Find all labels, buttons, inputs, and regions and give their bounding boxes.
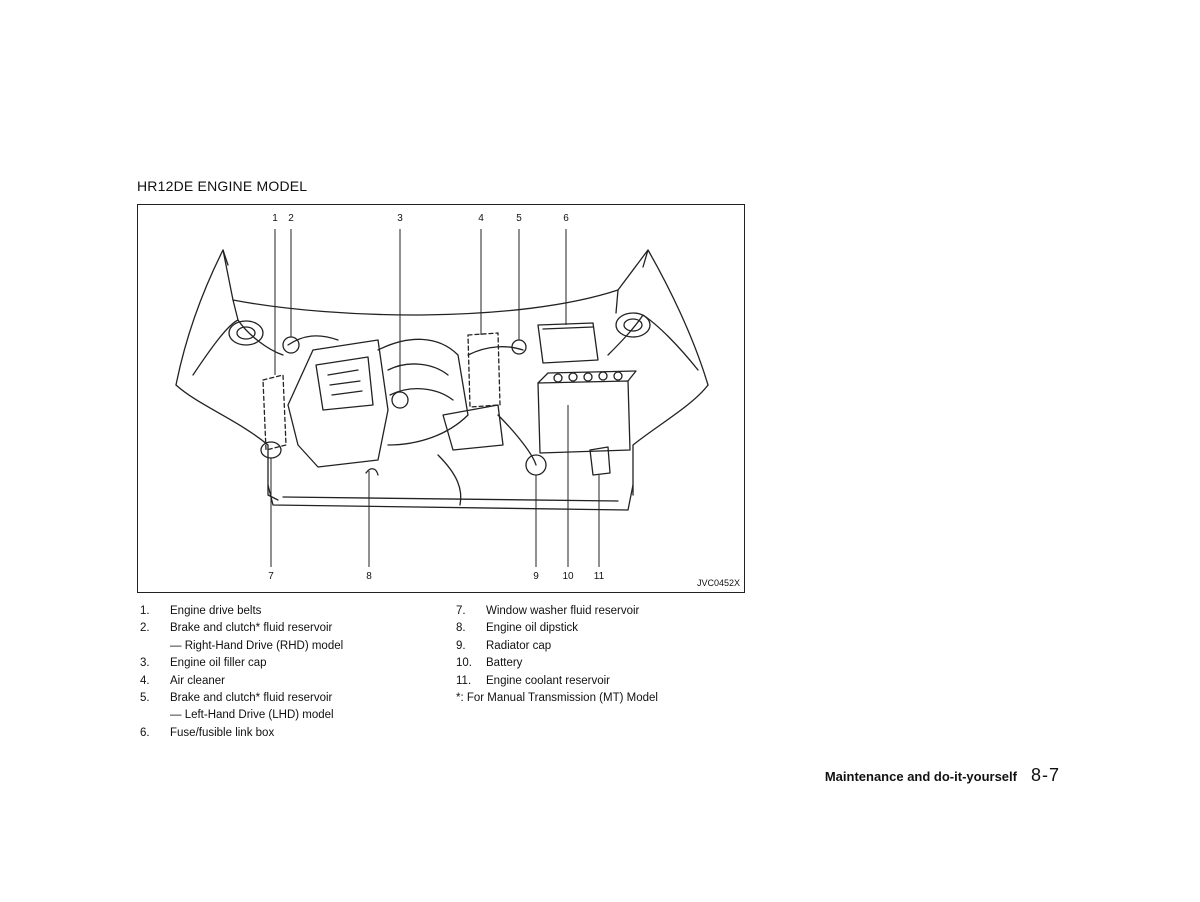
legend-text: Engine drive belts	[170, 605, 262, 617]
intake-manifold	[377, 338, 469, 446]
legend-text: Battery	[486, 657, 523, 670]
callout-7: 7	[268, 571, 274, 582]
callout-4: 4	[478, 213, 484, 224]
callout-11: 11	[593, 571, 605, 582]
footer-section-title: Maintenance and do-it-yourself	[824, 769, 1017, 784]
engine-block	[287, 339, 389, 468]
legend-num: 7.	[456, 605, 466, 617]
legend-item: 10. Battery	[456, 655, 776, 672]
legend-num: 5.	[140, 692, 150, 705]
legend-left: 1. Engine drive belts 2. Brake and clutc…	[140, 603, 440, 742]
legend-right: 7. Window washer fluid reservoir 8. Engi…	[456, 603, 776, 707]
callout-10: 10	[562, 571, 574, 582]
callout-6: 6	[563, 213, 569, 224]
fuse-box	[537, 322, 599, 364]
legend-num: 8.	[456, 622, 466, 635]
legend-text: Radiator cap	[486, 639, 552, 652]
legend-text: Air cleaner	[170, 674, 225, 687]
legend-subtext: — Right-Hand Drive (RHD) model	[170, 639, 344, 652]
hood-outline	[175, 249, 709, 386]
legend-num: 4.	[140, 674, 150, 687]
footnote: *: For Manual Transmission (MT) Model	[456, 692, 658, 705]
legend-num: 6.	[140, 726, 150, 739]
callout-5: 5	[516, 213, 522, 224]
coolant-reservoir	[589, 446, 611, 476]
legend-item: 9. Radiator cap	[456, 638, 776, 655]
legend-subtext: — Left-Hand Drive (LHD) model	[170, 709, 334, 722]
legend-num: 10.	[456, 657, 472, 670]
engine-diagram: 1 2 3 4 5 6 7 8 9 10 11 JVC0452X	[137, 204, 745, 593]
legend-item: 8. Engine oil dipstick	[456, 620, 776, 637]
right-strut	[615, 312, 651, 338]
callout-9: 9	[533, 571, 539, 582]
callout-8: 8	[366, 571, 372, 582]
legend-num: 1.	[140, 605, 150, 617]
legend-text: Engine coolant reservoir	[486, 674, 611, 687]
legend-text: Fuse/fusible link box	[170, 726, 275, 739]
legend-text: Brake and clutch* fluid reservoir	[170, 622, 333, 635]
legend-item: 4. Air cleaner	[140, 673, 440, 690]
right-fender	[632, 384, 709, 496]
legend-text: Window washer fluid reservoir	[486, 605, 640, 617]
legend-text: Engine oil filler cap	[170, 657, 267, 670]
page-footer: Maintenance and do-it-yourself 8-7	[825, 765, 1060, 786]
callout-2: 2	[288, 213, 294, 224]
oil-filler-cap	[391, 391, 409, 409]
legend-text: Engine oil dipstick	[486, 622, 579, 635]
figure-code: JVC0452X	[696, 578, 740, 588]
oil-dipstick	[365, 468, 379, 476]
brake-reservoir-rhd	[282, 336, 300, 354]
callout-3: 3	[397, 213, 403, 224]
legend-text: Brake and clutch* fluid reservoir	[170, 692, 333, 705]
legend-item: 5. Brake and clutch* fluid reservoir	[140, 690, 440, 707]
legend-item: 6. Fuse/fusible link box	[140, 725, 440, 742]
battery	[537, 380, 631, 454]
legend-item: 7. Window washer fluid reservoir	[456, 603, 776, 620]
legend-num: 11.	[456, 674, 472, 687]
callout-1: 1	[272, 213, 278, 224]
legend-item: 2. Brake and clutch* fluid reservoir	[140, 620, 440, 637]
air-cleaner	[467, 332, 501, 408]
legend-item: 1. Engine drive belts	[140, 603, 440, 620]
legend-num: 3.	[140, 657, 150, 670]
legend-num: 9.	[456, 639, 466, 652]
brake-reservoir-lhd	[511, 339, 527, 355]
legend-num: 2.	[140, 622, 150, 635]
page-number: 8-7	[1030, 765, 1060, 785]
engine-illustration	[175, 229, 709, 567]
washer-reservoir	[262, 374, 287, 451]
left-fender	[175, 384, 279, 501]
left-strut	[228, 320, 264, 346]
legend-item: 3. Engine oil filler cap	[140, 655, 440, 672]
legend-item: 11. Engine coolant reservoir	[456, 673, 776, 690]
section-title: HR12DE ENGINE MODEL	[137, 178, 308, 194]
